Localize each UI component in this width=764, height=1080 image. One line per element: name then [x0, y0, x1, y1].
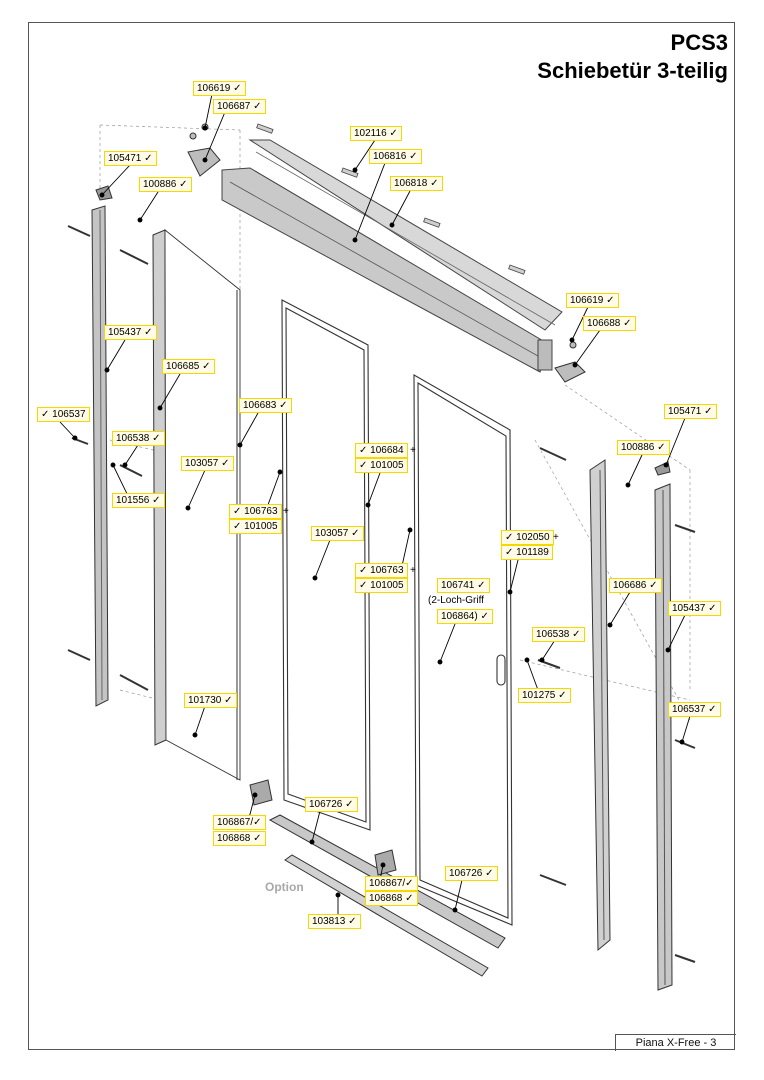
part-label-106537-right: 106537 ✓	[668, 702, 721, 717]
right-panel-profile	[589, 459, 611, 952]
part-label-106684: ✓ 106684	[355, 443, 408, 458]
leader-lines	[59, 93, 691, 918]
top-rail	[221, 139, 563, 373]
plus-sign: +	[553, 532, 559, 543]
drawing-frame	[28, 22, 735, 1050]
part-label-106763-mid: ✓ 106763	[355, 563, 408, 578]
option-label: Option	[265, 880, 304, 894]
part-label-101275: 101275 ✓	[518, 688, 571, 703]
part-label-106686: 106686 ✓	[609, 578, 662, 593]
part-label-106867-right: 106867/✓	[365, 876, 418, 891]
part-label-106818: 106818 ✓	[390, 176, 443, 191]
part-label-102050: ✓ 102050	[501, 530, 554, 545]
top-pins	[256, 123, 526, 275]
part-label-106868-left: 106868 ✓	[213, 831, 266, 846]
part-label-102116: 102116 ✓	[350, 126, 402, 141]
part-label-106726-right: 106726 ✓	[445, 866, 498, 881]
part-label-101005-b: ✓ 101005	[229, 519, 282, 534]
part-label-101189: ✓ 101189	[501, 545, 553, 560]
part-label-103813: 103813 ✓	[308, 914, 361, 929]
part-label-100886-left: 100886 ✓	[139, 177, 192, 192]
part-label-106619-right: 106619 ✓	[566, 293, 619, 308]
part-label-106537-left: ✓ 106537	[37, 407, 90, 422]
handle-note: (2-Loch-Griff	[428, 595, 484, 606]
part-label-103057-mid: 103057 ✓	[311, 526, 364, 541]
part-label-106538-left: 106538 ✓	[112, 431, 165, 446]
panel-frames	[281, 299, 513, 926]
part-label-101730: 101730 ✓	[184, 693, 237, 708]
right-wall-profile	[654, 461, 673, 991]
part-label-105437-right: 105437 ✓	[668, 601, 721, 616]
part-label-106683: 106683 ✓	[239, 398, 292, 413]
part-label-106726-left: 106726 ✓	[305, 797, 358, 812]
part-label-106864: 106864) ✓	[437, 609, 493, 624]
footer-caption: Piana X-Free - 3	[615, 1034, 736, 1051]
part-label-106688: 106688 ✓	[583, 316, 636, 331]
part-label-101005-c: ✓ 101005	[355, 578, 408, 593]
part-label-106619-top-left: 106619 ✓	[193, 81, 246, 96]
part-label-105471-right: 105471 ✓	[664, 404, 717, 419]
part-label-101005-a: ✓ 101005	[355, 458, 408, 473]
part-label-106763-left: ✓ 106763	[229, 504, 282, 519]
screws	[67, 225, 696, 963]
plus-sign: +	[410, 565, 416, 576]
part-label-106816: 106816 ✓	[369, 149, 422, 164]
part-label-103057-left: 103057 ✓	[181, 456, 234, 471]
part-label-106685: 106685 ✓	[162, 359, 215, 374]
plus-sign: +	[410, 445, 416, 456]
part-label-106538-right: 106538 ✓	[532, 627, 585, 642]
part-label-106867-left: 106867/✓	[213, 815, 266, 830]
part-label-106687: 106687 ✓	[213, 99, 266, 114]
part-label-101556: 101556 ✓	[112, 493, 165, 508]
part-label-105471-left: 105471 ✓	[104, 151, 157, 166]
page-title: PCS3	[670, 30, 728, 55]
part-label-100886-right: 100886 ✓	[617, 440, 670, 455]
part-label-105437-left: 105437 ✓	[104, 325, 157, 340]
left-wall-profile	[91, 185, 113, 707]
part-label-106741: 106741 ✓	[437, 578, 490, 593]
plus-sign: +	[283, 506, 289, 517]
part-label-106868-right: 106868 ✓	[365, 891, 418, 906]
page-subtitle: Schiebetür 3-teilig	[537, 58, 728, 83]
